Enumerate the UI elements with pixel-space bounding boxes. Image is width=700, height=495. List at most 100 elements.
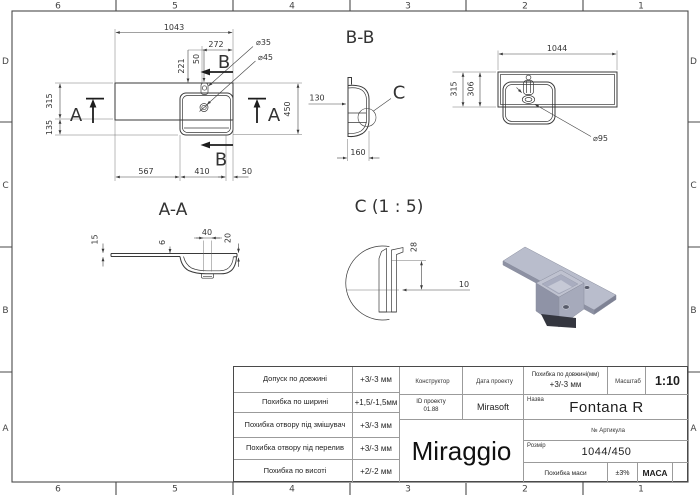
- counter-outline: [114, 82, 234, 121]
- dim-50-top: 50: [192, 54, 201, 64]
- section-aa-title: A-A: [159, 200, 188, 220]
- name-label: Назва: [527, 397, 544, 403]
- top-extension-lines: [452, 50, 618, 108]
- dim-130: 130: [309, 94, 324, 103]
- dim-40: 40: [202, 228, 212, 237]
- section-b-arrow-bottom: [200, 141, 210, 149]
- dim-1044: 1044: [547, 44, 567, 53]
- length-tolerance-cell: Похибка по довжині(мм) +3/-3 мм: [524, 367, 608, 395]
- section-a-arrow-left: [89, 99, 97, 108]
- tolerance-label: Похибка отвору під перелив: [234, 438, 353, 460]
- zone-col-bottom: 5: [172, 485, 178, 495]
- section-bb-title: B-B: [346, 28, 375, 48]
- mass-label: МАСА: [638, 463, 673, 483]
- bb-profile-inner: [347, 87, 367, 134]
- sink-drain-hole: [562, 304, 570, 310]
- dim-135: 135: [45, 120, 54, 135]
- project-id-value: 01.88: [423, 407, 439, 413]
- constructor-header: Конструктор: [400, 367, 463, 395]
- section-b-arrow-top: [200, 68, 210, 76]
- aa-basin-profile: [179, 256, 237, 275]
- dia-95: ⌀95: [593, 134, 608, 143]
- dia-45: ⌀45: [258, 53, 273, 62]
- leader-dia35: [208, 46, 254, 87]
- dim-50-bottom: 50: [242, 167, 252, 176]
- section-a-label-left: A: [70, 105, 83, 126]
- tolerance-value: +3/-3 мм: [353, 413, 400, 438]
- detail-c-label: C: [393, 83, 406, 104]
- zone-row-left: B: [2, 306, 8, 316]
- tolerance-value: +2/-2 мм: [353, 460, 400, 483]
- tolerance-label: Похибка отвору під змішувач: [234, 413, 353, 438]
- title-block: Допуск по довжині +3/-3 мм Похибка по ши…: [233, 366, 689, 483]
- section-b-label-top: B: [218, 52, 230, 73]
- zone-row-right: B: [690, 306, 696, 316]
- detail-c-circle: [357, 108, 377, 127]
- mass-tolerance-value: ±3%: [608, 463, 638, 483]
- top-faucet-hole: [525, 74, 532, 81]
- section-a-lines: [86, 97, 266, 123]
- zone-row-left: C: [2, 181, 8, 191]
- leader-dia95: [534, 104, 592, 137]
- length-tolerance-label: Похибка по довжині(мм): [531, 371, 600, 378]
- zone-col-bottom: 4: [289, 485, 295, 495]
- front-view: 1043 272 221 50 ⌀35 ⌀45 315 135 450 567 …: [45, 23, 302, 181]
- dim-410: 410: [194, 167, 209, 176]
- dim-315: 315: [45, 93, 54, 108]
- detail-wall-right: [391, 247, 404, 313]
- zone-col-bottom: 1: [638, 485, 644, 495]
- overflow-slot: [200, 82, 209, 95]
- basin-outline: [179, 92, 234, 136]
- dim-272: 272: [208, 40, 223, 49]
- zone-row-right: C: [690, 181, 696, 191]
- drain-hole: [199, 103, 209, 112]
- mass-value-empty: [673, 463, 689, 483]
- zone-row-left: D: [2, 57, 9, 67]
- tolerance-label: Похибка по висоті: [234, 460, 353, 483]
- zone-row-right: A: [690, 424, 697, 434]
- detail-boundary-arc: [345, 245, 390, 321]
- top-drain-oval-inner: [524, 97, 533, 102]
- dim-10: 10: [459, 280, 469, 289]
- drain-hole-inner: [201, 104, 207, 111]
- studio-name: Mirasoft: [463, 395, 524, 420]
- detail-wall-left: [378, 247, 387, 313]
- section-a-label-right: A: [268, 105, 281, 126]
- zone-row-right: D: [690, 57, 697, 67]
- dim-1043: 1043: [164, 23, 184, 32]
- dim-6: 6: [158, 240, 167, 245]
- tolerance-value: +3/-3 мм: [353, 367, 400, 393]
- zone-col-top: 5: [172, 2, 178, 12]
- dim-315-top: 315: [450, 81, 459, 96]
- basin-inner-outline: [182, 95, 231, 133]
- project-id-label: ID проекту: [416, 399, 446, 406]
- tolerance-value: +3/-3 мм: [353, 438, 400, 460]
- tolerance-label: Похибка по ширині: [234, 393, 353, 413]
- aa-drain-tab: [201, 273, 214, 279]
- drain-tick: [199, 103, 209, 112]
- top-counter-inner: [500, 74, 615, 105]
- dim-450: 450: [283, 101, 292, 116]
- dia95-arrow-upper: [516, 87, 523, 94]
- top-basin-inner: [505, 84, 553, 122]
- scale-value: 1:10: [646, 367, 689, 395]
- sink-basin-cavity-bottom: [548, 280, 572, 293]
- top-view: 1044 315 306 ⌀95: [450, 44, 618, 143]
- extension-lines: [55, 29, 302, 181]
- top-basin-outline: [502, 81, 556, 125]
- top-drain-oval: [521, 95, 536, 104]
- dim-15: 15: [91, 234, 100, 244]
- mass-tolerance-label: Похибка маси: [524, 463, 608, 483]
- size-value: 1044/450: [581, 445, 632, 458]
- scale-label: Масштаб: [608, 367, 646, 395]
- zone-col-top: 2: [522, 2, 528, 12]
- project-id-cell: ID проекту 01.88: [400, 395, 463, 420]
- faucet-hole: [201, 85, 208, 91]
- detail-c-view: C (1 : 5) 28 10: [345, 197, 470, 321]
- top-overflow-slot: [523, 80, 534, 95]
- tolerance-value: +1,5/-1,5мм: [353, 393, 400, 413]
- zone-row-left: A: [2, 424, 9, 434]
- dim-567: 567: [138, 167, 153, 176]
- size-label: Розмір: [527, 443, 546, 449]
